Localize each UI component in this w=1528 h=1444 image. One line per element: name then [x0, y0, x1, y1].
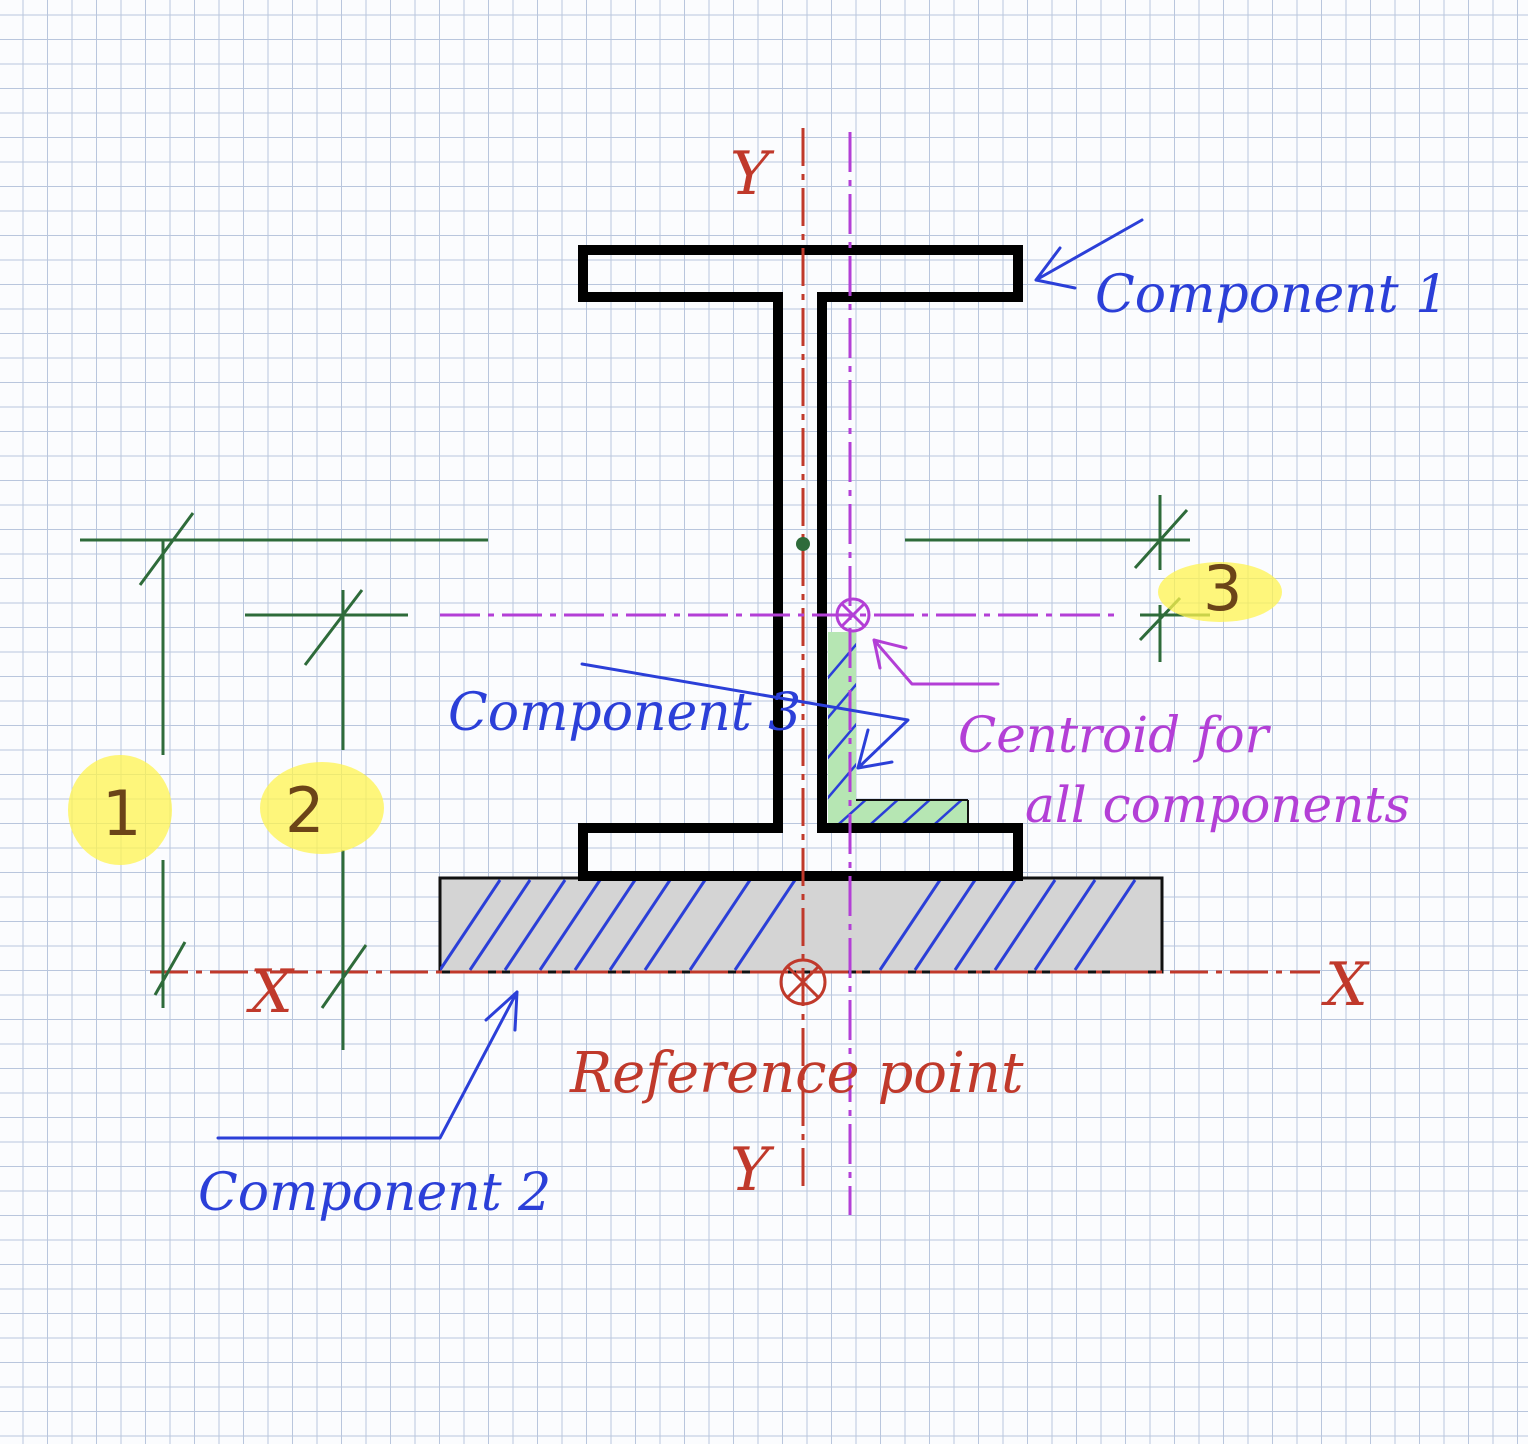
plate-body — [438, 876, 1164, 974]
dimension-3-label: 3 — [1203, 552, 1242, 625]
dimension-lines — [80, 495, 1210, 1050]
reference-point-label: Reference point — [569, 1041, 1024, 1106]
component-1-leader — [1034, 218, 1144, 290]
y-axis-label-top: Y — [730, 139, 775, 209]
component-2-leader — [216, 990, 519, 1140]
dimension-1-label: 1 — [102, 777, 141, 850]
centroid-label-line2: all components — [1025, 776, 1410, 834]
reference-axes — [150, 128, 1320, 1190]
dimension-2-label: 2 — [285, 774, 324, 847]
component-3-angle — [828, 632, 969, 830]
component-1-i-beam — [578, 245, 1023, 881]
x-axis-label-right: X — [1321, 950, 1370, 1020]
angle-body — [828, 632, 968, 830]
plate-hatching — [440, 879, 1137, 971]
leader-lines — [216, 218, 1144, 1140]
reference-point-marker — [779, 958, 827, 1006]
centroid-marker — [835, 597, 871, 633]
component-3-label: Component 3 — [448, 683, 801, 743]
component-1-centroid-dot — [796, 537, 810, 551]
component-2-label: Component 2 — [198, 1163, 551, 1223]
component-2-plate — [438, 876, 1164, 974]
centroid-leader — [872, 638, 1000, 686]
component-3-leader — [580, 662, 910, 770]
centroid-label-line1: Centroid for — [958, 706, 1272, 764]
y-axis-label-bottom: Y — [730, 1135, 775, 1205]
x-axis-label-left: X — [246, 957, 295, 1027]
dimension-highlights — [68, 562, 1282, 865]
centroid-axes — [440, 132, 1115, 1215]
component-1-label-line1: Component 1 — [1095, 265, 1448, 325]
